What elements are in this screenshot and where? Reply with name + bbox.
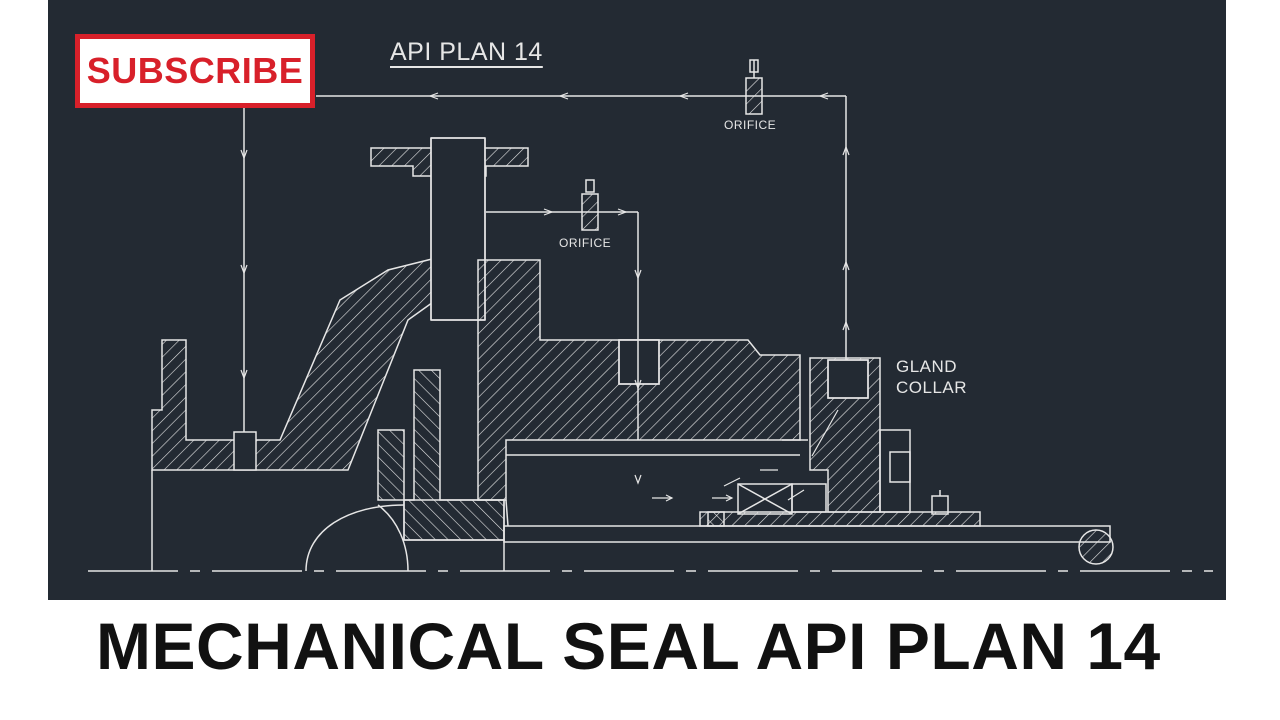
upper-port: [618, 339, 660, 385]
orifice-lower-label: ORIFICE: [559, 236, 612, 250]
gland-label-line1: GLAND: [896, 357, 958, 376]
gland-collar-label: GLAND COLLAR: [896, 356, 967, 398]
gland-bolt: [879, 429, 911, 513]
cad-drawing-canvas: API PLAN 14 ORIFICE ORIFICE GLAND COLLAR: [48, 0, 1226, 600]
seal-base: [699, 511, 981, 527]
subscribe-button[interactable]: SUBSCRIBE: [75, 34, 315, 108]
flange-bore: [430, 137, 486, 321]
drain-port: [233, 431, 257, 471]
gland-label-line2: COLLAR: [896, 378, 968, 397]
shaft-sleeve: [503, 525, 1111, 543]
shaft-end: [1078, 529, 1114, 565]
orifice-upper: [745, 77, 763, 115]
seal-cross-section-drawing: [88, 59, 1213, 572]
orifice-upper-label: ORIFICE: [724, 118, 777, 132]
flow-arrows: [240, 92, 850, 502]
subscribe-label: SUBSCRIBE: [86, 50, 304, 91]
flush-line-inner: [486, 211, 639, 440]
drawing-title: API PLAN 14: [390, 38, 543, 66]
orifice-lower: [581, 193, 599, 231]
video-caption-title: MECHANICAL SEAL API PLAN 14: [96, 609, 1161, 683]
